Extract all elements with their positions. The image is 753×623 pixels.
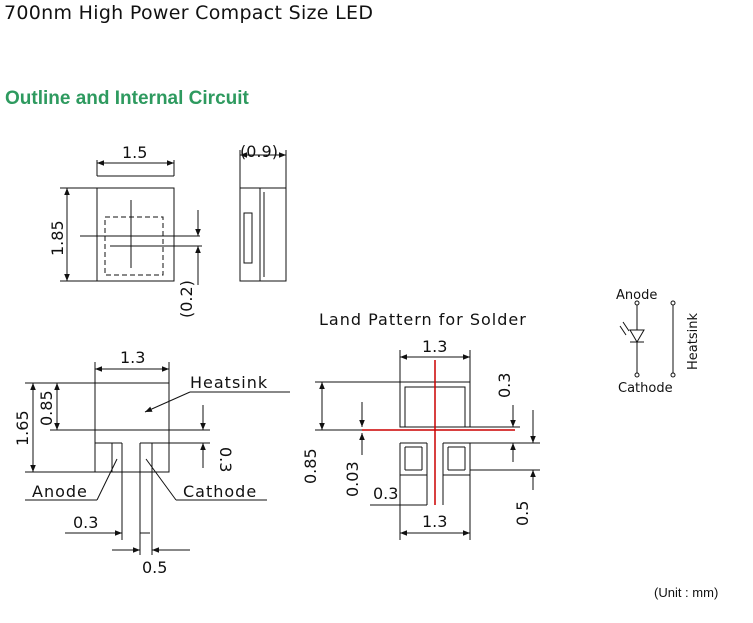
land-small-gap-dim: 0.03: [343, 461, 362, 497]
top-height-dim: 1.85: [48, 220, 67, 256]
pad-gap-dim: 0.3: [73, 513, 98, 532]
heatsink-label: Heatsink: [190, 373, 268, 392]
anode-label: Anode: [32, 482, 88, 501]
land-bottom-width-dim: 1.3: [422, 512, 447, 531]
bottom-view-body: [94, 382, 170, 473]
bottom-gap-dim: 0.3: [216, 447, 235, 472]
circuit-heatsink-label: Heatsink: [686, 313, 701, 370]
circuit-cathode-label: Cathode: [618, 381, 673, 396]
unit-note: (Unit : mm): [654, 585, 719, 600]
land-pattern-solder-marks: [362, 360, 515, 505]
side-view: [239, 150, 287, 282]
top-width-dim: 1.5: [122, 143, 147, 162]
side-view-body: [239, 187, 287, 282]
land-pad-gap-dim: 0.3: [373, 484, 398, 503]
pad-width-dim: 0.5: [142, 558, 167, 577]
top-view: [60, 160, 202, 285]
bottom-inner-height-dim: 0.85: [37, 390, 56, 426]
section-title: Outline and Internal Circuit: [5, 88, 249, 109]
land-top-width-dim: 1.3: [422, 337, 447, 356]
top-offset-dim: (0.2): [177, 280, 196, 318]
side-thickness-dim: (0.9): [240, 142, 278, 161]
top-view-body: [96, 187, 175, 282]
bottom-height-dim: 1.65: [13, 410, 32, 446]
land-top-gap-dim: 0.3: [495, 373, 514, 398]
bottom-view: [25, 362, 290, 555]
bottom-width-dim: 1.3: [120, 348, 145, 367]
land-height-dim: 0.85: [301, 448, 320, 484]
land-pad-dim: 0.5: [513, 501, 532, 526]
land-pattern-title: Land Pattern for Solder: [319, 310, 527, 329]
cathode-label: Cathode: [183, 482, 257, 501]
page-title: 700nm High Power Compact Size LED: [4, 2, 374, 24]
circuit-anode-label: Anode: [616, 288, 657, 303]
led-circuit-symbol: [619, 300, 676, 378]
